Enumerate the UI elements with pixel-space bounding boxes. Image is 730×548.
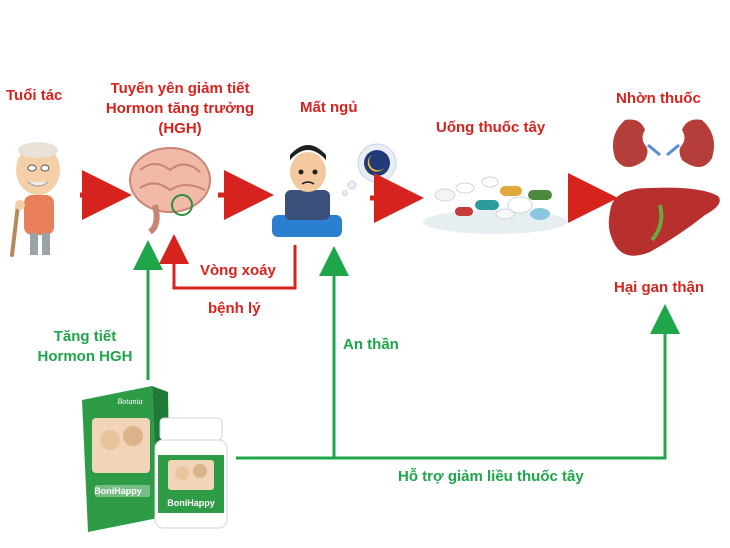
liver-icon (608, 187, 720, 256)
label-pituitary-line1: Tuyến yên giảm tiết (110, 80, 250, 97)
label-tolerance: Nhờn thuốc (616, 90, 701, 107)
label-liver-kidney: Hại gan thận (614, 279, 705, 296)
product-maker: Botania (117, 397, 142, 406)
label-insomnia: Mất ngủ (300, 99, 358, 116)
insomnia-person-icon (272, 145, 342, 237)
pills-icon (423, 176, 567, 234)
label-vicious-cycle-1: Vòng xoáy (200, 262, 276, 279)
label-pituitary: Tuyến yên giảm tiết Hormon tăng trưởng (… (100, 79, 260, 139)
label-reduce-dose: Hỗ trợ giảm liều thuốc tây (398, 468, 584, 485)
label-sedative: An thần (343, 336, 399, 353)
product-box: BoniHappy Botania (82, 386, 170, 532)
label-pituitary-line2: Hormon tăng trưởng (105, 100, 255, 117)
kidneys-icon (612, 119, 715, 168)
label-age: Tuổi tác (6, 87, 63, 104)
label-increase-hgh-line2: Hormon HGH (37, 348, 133, 365)
label-western-medicine: Uống thuốc tây (436, 119, 546, 136)
product-bottle: BoniHappy (154, 417, 228, 529)
label-increase-hgh-line1: Tăng tiết (53, 328, 117, 345)
brain-icon (129, 147, 211, 235)
arrow-product-to-organs (236, 304, 680, 460)
product-brand-bottle: BoniHappy (167, 498, 215, 508)
moon-bubble-icon (342, 143, 397, 196)
label-vicious-cycle-2: bệnh lý (208, 300, 261, 317)
label-increase-hgh: Tăng tiết Hormon HGH (30, 327, 140, 367)
label-pituitary-line3: (HGH) (158, 120, 202, 137)
product-brand-box: BoniHappy (94, 486, 142, 496)
old-man-icon (10, 142, 60, 257)
vicious-cycle-arrow (159, 234, 297, 290)
